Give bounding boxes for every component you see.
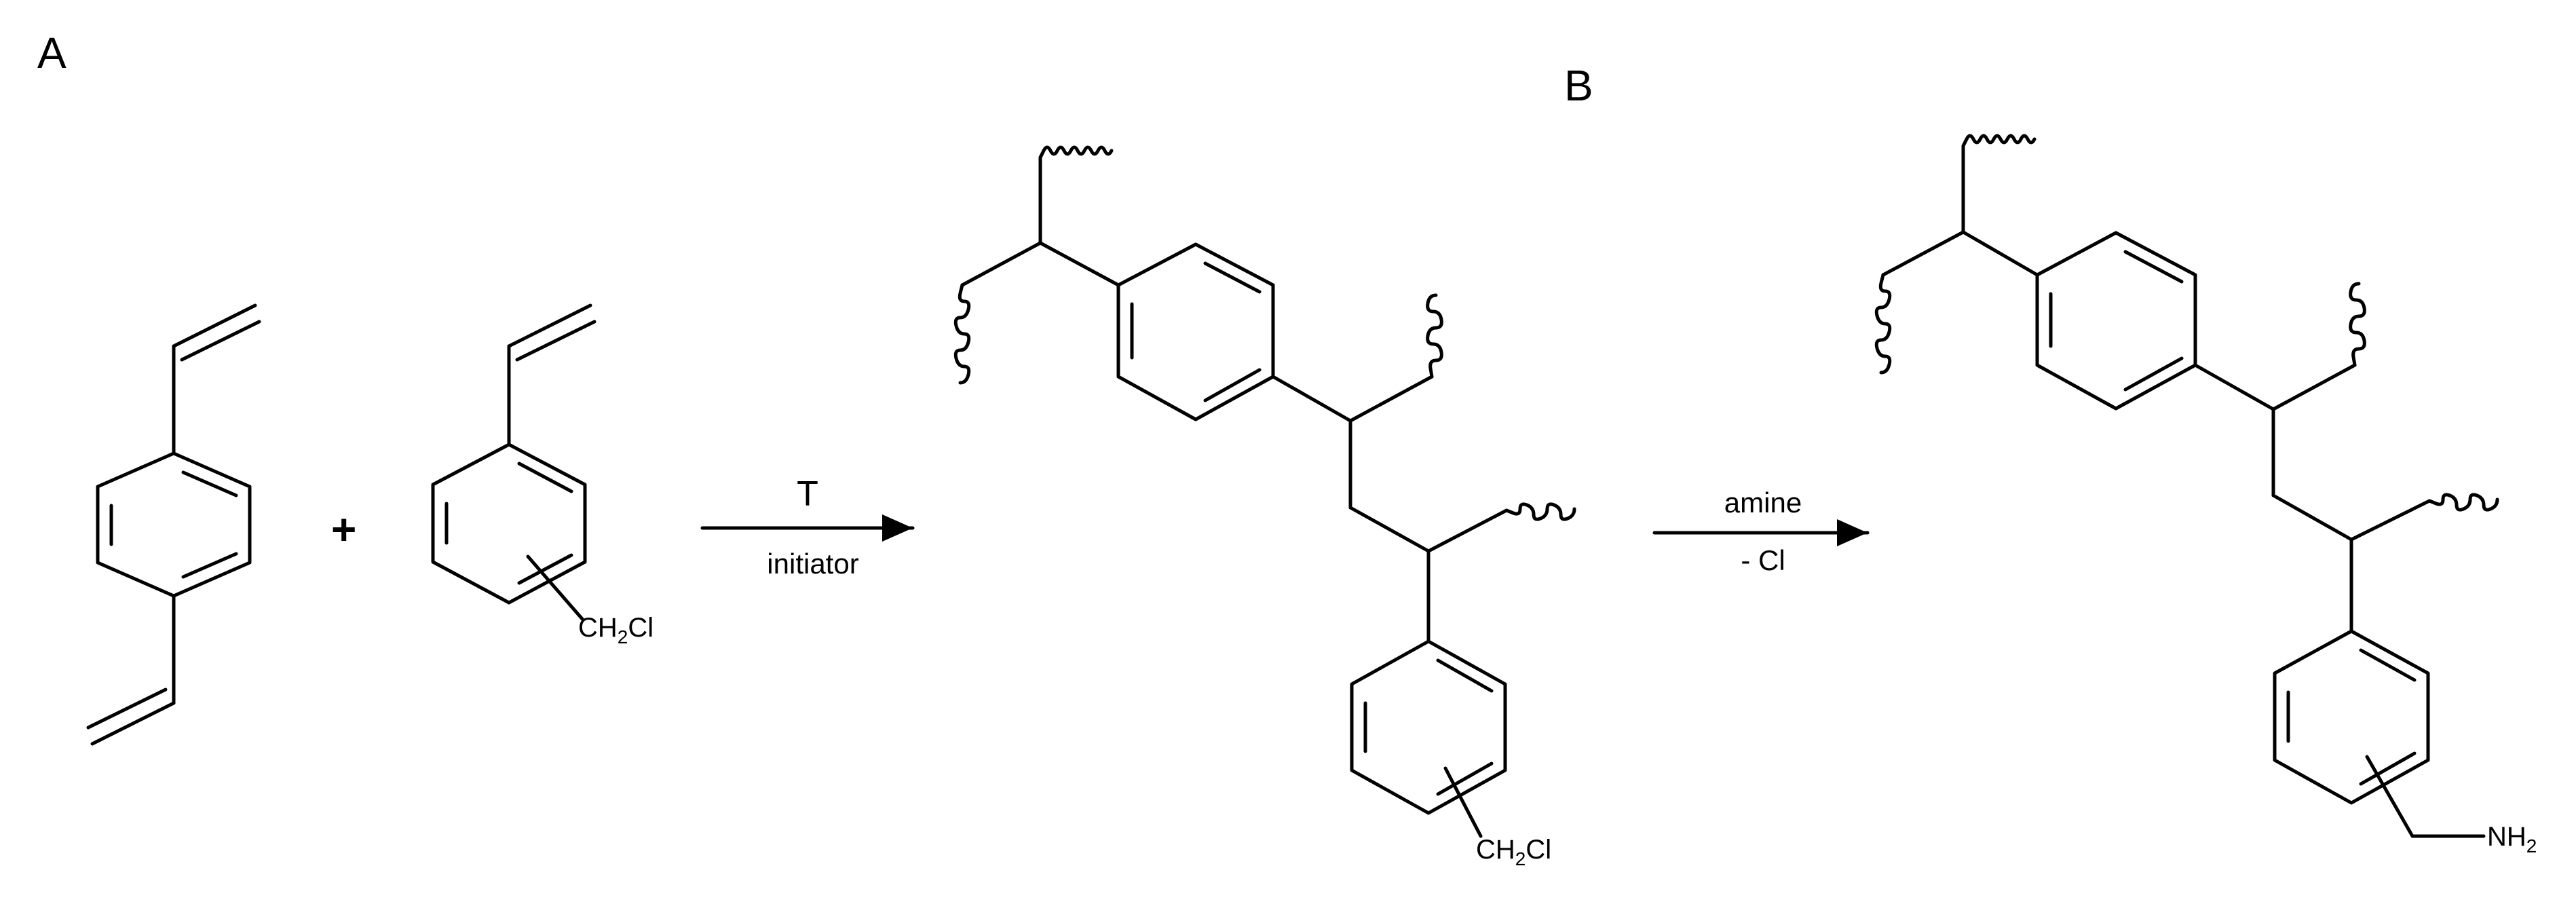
- plus-sign: +: [331, 505, 356, 554]
- arrow-label-initiator: initiator: [767, 548, 858, 580]
- arrow-label-minus-cl: - Cl: [1741, 544, 1785, 576]
- vinylbenzyl-chloride-structure: [431, 303, 596, 621]
- chloromethyl-group-label-polymer: CH2Cl: [1476, 835, 1551, 869]
- chloromethylated-polymer-structure: [953, 145, 1576, 838]
- arrow-label-amine: amine: [1724, 487, 1802, 519]
- chloromethyl-group-label: CH2Cl: [578, 613, 654, 647]
- panel-label-a: A: [37, 29, 67, 77]
- panel-label-b: B: [1564, 61, 1593, 110]
- arrow-label-temperature: T: [797, 474, 818, 514]
- aminomethyl-group-label: NH2: [2487, 822, 2537, 856]
- aminated-polymer-structure: [1874, 134, 2499, 838]
- divinylbenzene-structure: [86, 303, 261, 746]
